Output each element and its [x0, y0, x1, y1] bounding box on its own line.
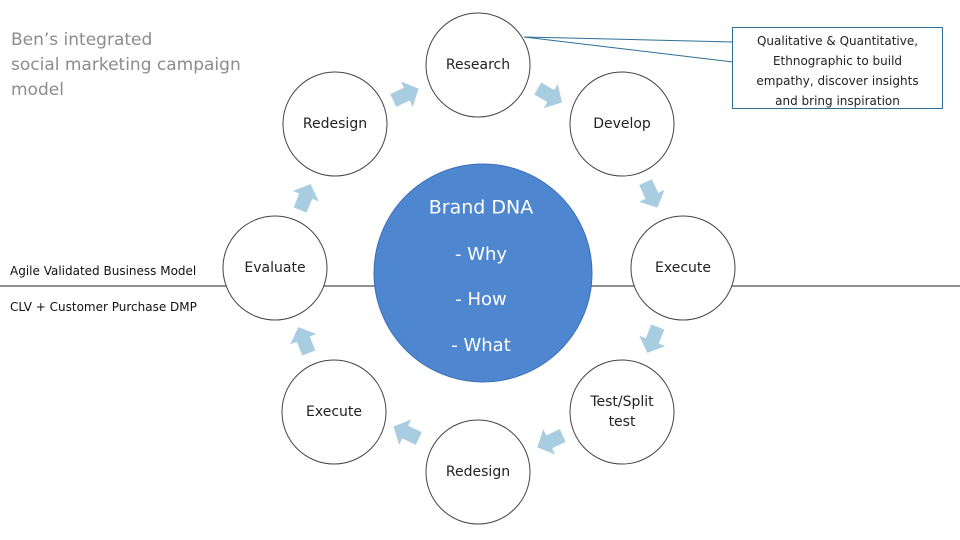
arrow-develop-to-execute [639, 179, 665, 208]
callout-leader-lower [523, 36, 734, 63]
label-agile-validated-business-model: Agile Validated Business Model [10, 264, 196, 278]
node-evaluate-label: Evaluate [244, 260, 305, 276]
arrow-evaluate-to-redesign [292, 184, 319, 213]
node-develop-label: Develop [593, 116, 651, 132]
callout-line-3: empathy, discover insights [756, 74, 919, 88]
node-research: Research [425, 12, 531, 118]
research-callout: Qualitative & Quantitative, Ethnographic… [732, 27, 943, 109]
title-line-1: Ben’s integrated [11, 30, 153, 50]
title-line-2: social marketing campaign [11, 55, 241, 75]
brand-dna-what: - What [451, 335, 511, 356]
brand-dna-core: Brand DNA - Why - How - What [373, 163, 593, 383]
callout-line-2: Ethnographic to build [772, 54, 903, 68]
node-execute-left: Execute [281, 359, 387, 465]
callout-line-1: Qualitative & Quantitative, [756, 34, 919, 48]
brand-dna-why: - Why [455, 244, 507, 265]
diagram-title: Ben’s integrated social marketing campai… [11, 28, 271, 103]
node-redesign-bottom: Redesign [425, 419, 531, 525]
arrow-research-to-develop [534, 82, 562, 109]
node-test-split-test-label-line-1: Test/Split [589, 394, 654, 410]
node-evaluate: Evaluate [222, 215, 328, 321]
title-line-3: model [11, 80, 64, 100]
node-test-split-test: Test/Split test [569, 359, 675, 465]
arrow-redesign-to-execute [393, 419, 422, 445]
label-clv-customer-purchase-dmp: CLV + Customer Purchase DMP [10, 300, 197, 314]
node-redesign-bottom-label: Redesign [446, 464, 510, 480]
node-execute-right: Execute [630, 215, 736, 321]
callout-line-4: and bring inspiration [775, 94, 900, 108]
node-develop: Develop [569, 71, 675, 177]
node-redesign-top-label: Redesign [303, 116, 367, 132]
node-redesign-top: Redesign [282, 71, 388, 177]
brand-dna-circle [373, 163, 593, 383]
arrow-execute-to-evaluate [290, 327, 317, 356]
node-test-split-test-label-line-2: test [609, 414, 636, 430]
callout-leader-upper [523, 36, 734, 43]
arrow-test-to-redesign [537, 429, 566, 455]
brand-dna-how: - How [455, 289, 507, 310]
brand-dna-title: Brand DNA [429, 197, 533, 219]
node-execute-left-label: Execute [306, 404, 362, 420]
arrow-redesign-to-research [390, 81, 419, 107]
node-execute-right-label: Execute [655, 260, 711, 276]
node-research-label: Research [446, 57, 510, 73]
cycle-arrows [290, 81, 666, 455]
arrow-execute-to-test [639, 324, 666, 353]
